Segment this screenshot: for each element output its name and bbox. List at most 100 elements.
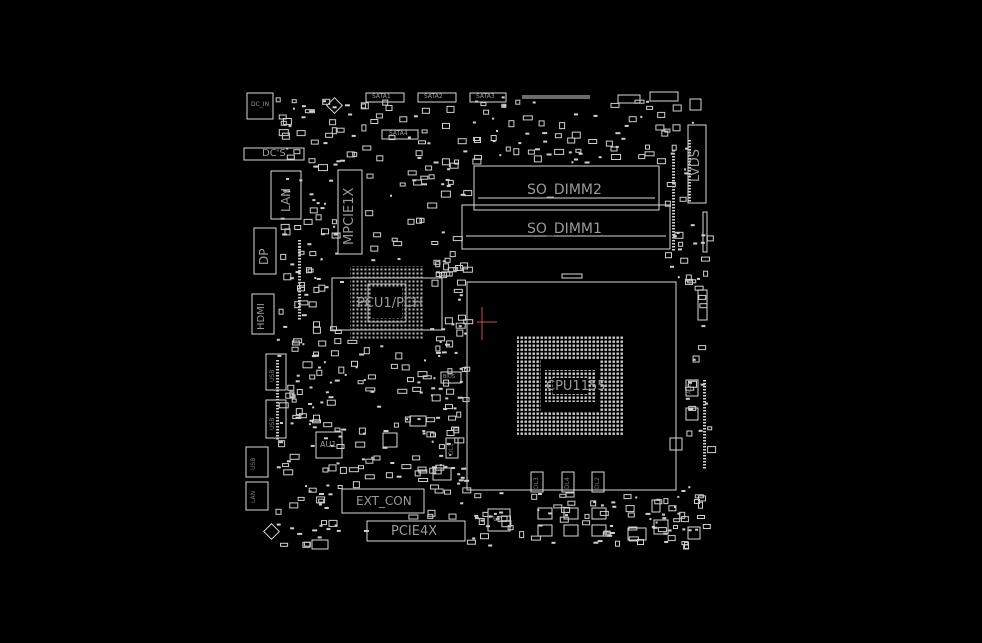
smd-footprint <box>399 182 406 187</box>
pad <box>279 441 284 444</box>
smd-footprint <box>318 340 327 347</box>
pin <box>298 312 301 314</box>
pin <box>672 222 675 224</box>
pad <box>578 152 583 155</box>
sata3-label: SATA3 <box>476 93 495 100</box>
sata-connector-2 <box>417 92 457 103</box>
pad <box>276 338 280 341</box>
smd-footprint <box>679 196 687 202</box>
pad <box>316 202 320 205</box>
smd-footprint <box>361 124 367 132</box>
smd-footprint <box>453 427 460 434</box>
pad <box>351 134 356 137</box>
pin <box>672 201 675 203</box>
pad <box>538 524 543 527</box>
pad <box>412 179 417 182</box>
smd-footprint <box>295 408 303 416</box>
pad <box>532 101 536 104</box>
pad <box>681 490 686 492</box>
pin <box>672 210 675 212</box>
smd-footprint <box>698 495 706 502</box>
smd-footprint <box>363 347 370 355</box>
pad <box>305 485 307 488</box>
smd-footprint <box>275 508 282 515</box>
pad <box>472 537 476 540</box>
lan2-label: LAN <box>250 490 257 503</box>
smd-footprint <box>337 485 343 489</box>
pad <box>449 453 452 456</box>
pad <box>290 422 294 425</box>
pad <box>684 172 689 175</box>
pad <box>433 377 436 380</box>
pad <box>419 391 423 394</box>
pad <box>340 159 346 162</box>
smd-footprint <box>331 219 337 225</box>
pad <box>441 183 445 186</box>
pad <box>334 524 338 527</box>
pad <box>283 325 288 328</box>
smd-footprint <box>590 500 597 507</box>
pad <box>447 168 451 171</box>
pin <box>688 194 691 196</box>
pin <box>672 174 675 176</box>
pad <box>295 380 300 383</box>
pad <box>677 495 680 498</box>
dc-in-connector <box>246 92 274 120</box>
smd-footprint <box>588 139 598 144</box>
smd-footprint <box>280 253 287 260</box>
pin <box>688 179 691 181</box>
smd-footprint <box>412 455 421 461</box>
smd-footprint <box>370 245 379 252</box>
dl1-label: DL1 <box>448 443 455 455</box>
pad <box>310 444 315 447</box>
pin <box>688 146 691 148</box>
pin <box>703 386 706 388</box>
pad <box>496 130 498 132</box>
pad <box>656 498 661 501</box>
pin <box>703 404 706 406</box>
smd-footprint <box>391 237 398 242</box>
pin <box>672 246 675 248</box>
pad <box>301 105 306 108</box>
pin <box>672 204 675 206</box>
pad <box>292 107 295 110</box>
smd-footprint <box>559 516 569 523</box>
pin <box>703 419 706 421</box>
smd-footprint <box>316 369 323 376</box>
smd-footprint <box>458 314 466 321</box>
mpcie-slot <box>337 169 363 255</box>
smd-footprint <box>519 531 525 539</box>
pin <box>276 435 279 437</box>
pin <box>298 258 301 260</box>
pad <box>422 430 426 433</box>
lvds-label: LVDS <box>688 149 703 182</box>
smd-footprint <box>673 518 681 523</box>
pin <box>298 273 301 275</box>
sata4-label: SATA4 <box>389 130 408 137</box>
smd-footprint <box>645 144 650 150</box>
pad <box>662 513 665 516</box>
pad <box>301 314 307 317</box>
smd-footprint <box>296 389 303 395</box>
pad <box>289 277 294 280</box>
smd-footprint <box>358 465 364 470</box>
smd-footprint <box>436 336 445 342</box>
pad <box>329 179 334 182</box>
pad <box>441 231 445 234</box>
smd-footprint <box>698 345 707 351</box>
smd-footprint <box>395 352 403 360</box>
pad <box>324 507 329 509</box>
ext-con-label: EXT_CON <box>356 494 412 508</box>
pin <box>298 267 301 269</box>
pad <box>635 496 638 499</box>
smd-footprint <box>448 415 457 421</box>
pad <box>499 492 504 495</box>
smd-footprint <box>318 164 328 172</box>
pin <box>298 291 301 293</box>
pad <box>677 512 681 515</box>
smd-footprint <box>685 274 692 282</box>
smd-footprint <box>442 122 450 129</box>
smd-footprint <box>435 345 441 352</box>
smd-footprint <box>454 159 459 165</box>
